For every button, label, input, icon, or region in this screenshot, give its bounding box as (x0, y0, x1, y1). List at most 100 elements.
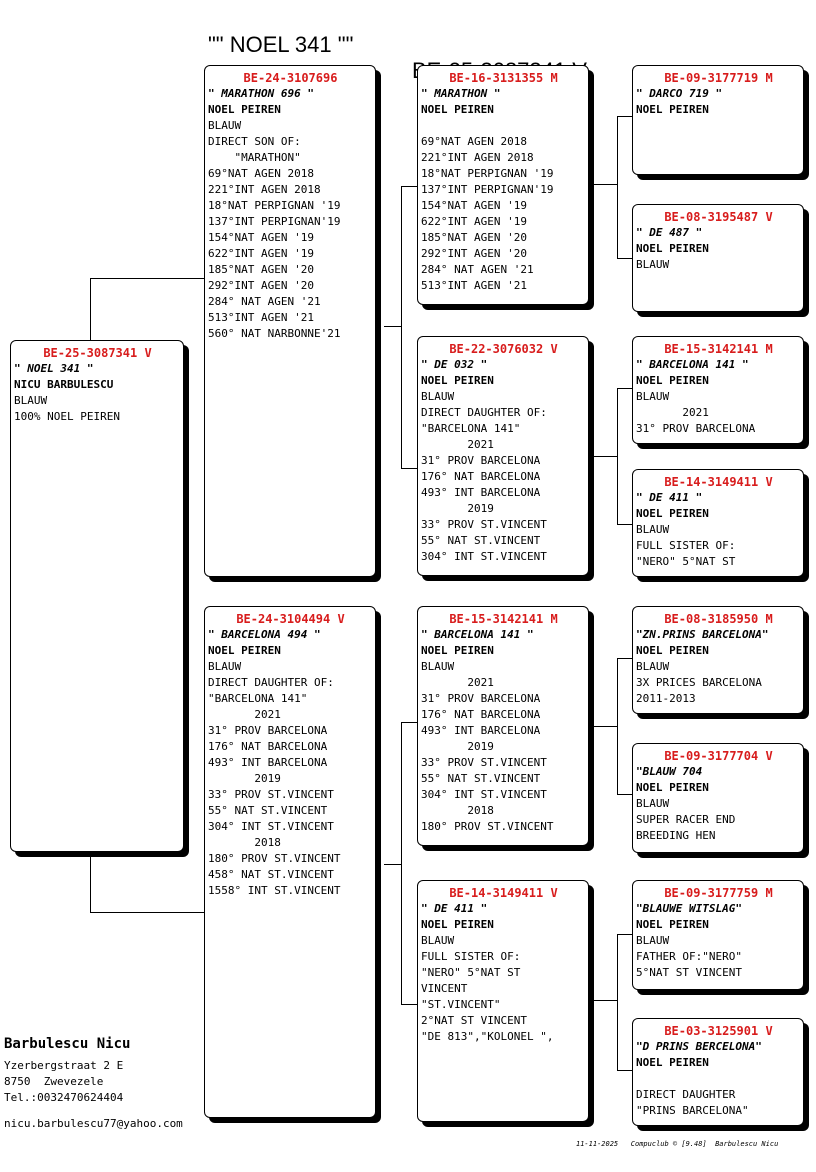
pedigree-card-sire[interactable]: BE-24-3107696" MARATHON 696 "NOEL PEIREN… (204, 65, 376, 577)
breeder-city: 8750 Zwevezele (4, 1075, 104, 1088)
ring-number: BE-14-3149411 V (449, 886, 558, 900)
info-line: 55° NAT ST.VINCENT (208, 804, 328, 817)
pigeon-name: " BARCELONA 494 " (208, 628, 321, 641)
info-line: 2019 (421, 502, 494, 515)
info-line: BLAUW (636, 523, 670, 536)
pigeon-name: " BARCELONA 141 " (421, 628, 534, 641)
info-line: "ST.VINCENT" (421, 998, 501, 1011)
connector-line (384, 864, 401, 865)
info-line: 513°INT AGEN '21 (421, 279, 527, 292)
info-line: 69°NAT AGEN 2018 (208, 167, 314, 180)
ring-number: BE-09-3177759 M (664, 886, 773, 900)
info-line: 2021 (421, 676, 494, 689)
owner-name: NOEL PEIREN (636, 781, 709, 794)
owner-name: NOEL PEIREN (636, 242, 709, 255)
info-line: "PRINS BARCELONA" (636, 1104, 749, 1117)
breeder-email[interactable]: nicu.barbulescu77@yahoo.com (4, 1117, 183, 1130)
info-line: 18°NAT PERPIGNAN '19 (208, 199, 341, 212)
connector-line (617, 934, 618, 1070)
info-line: 55° NAT ST.VINCENT (421, 534, 541, 547)
pedigree-card-sss[interactable]: BE-09-3177719 M" DARCO 719 "NOEL PEIREN (632, 65, 804, 175)
info-line: 2018 (421, 804, 494, 817)
info-line: 2°NAT ST VINCENT (421, 1014, 527, 1027)
info-line: 292°INT AGEN '20 (208, 279, 314, 292)
connector-line (590, 726, 617, 727)
pedigree-card-dds[interactable]: BE-09-3177759 M "BLAUWE WITSLAG" NOEL PEIR… (632, 880, 804, 990)
connector-line (590, 184, 617, 185)
owner-name: NOEL PEIREN (208, 103, 281, 116)
pigeon-name: "ZN.PRINS BARCELONA" (636, 628, 769, 641)
info-line: SUPER RACER END (636, 813, 736, 826)
connector-line (90, 278, 91, 340)
info-line: 154°NAT AGEN '19 (421, 199, 527, 212)
info-line (421, 118, 588, 134)
info-line: VINCENT (421, 982, 468, 995)
info-line: BLAUW (636, 258, 670, 271)
ring-number: BE-16-3131355 M (449, 71, 558, 85)
info-line: 69°NAT AGEN 2018 (421, 135, 527, 148)
pigeon-name: " DE 487 " (636, 226, 703, 239)
info-line: 137°INT PERPIGNAN'19 (421, 183, 554, 196)
connector-line (401, 468, 417, 469)
pedigree-card-dss[interactable]: BE-08-3185950 M"ZN.PRINS BARCELONA"NOEL … (632, 606, 804, 714)
info-line: 458° NAT ST.VINCENT (208, 868, 334, 881)
info-line: 100% NOEL PEIREN (14, 410, 120, 423)
connector-line (90, 912, 204, 913)
ring-number: BE-15-3142141 M (664, 342, 773, 356)
breeder-phone: Tel.:0032470624404 (4, 1091, 124, 1104)
pigeon-name: "BLAUWE WITSLAG" (636, 902, 742, 915)
connector-line (617, 388, 618, 524)
info-line: "DE 813","KOLONEL ", (421, 1030, 554, 1043)
info-line: 33° PROV ST.VINCENT (421, 518, 547, 531)
connector-line (401, 186, 402, 468)
connector-line (401, 1004, 417, 1005)
pedigree-card-sds[interactable]: BE-15-3142141 M" BARCELONA 141 "NOEL PEI… (632, 336, 804, 444)
info-line: 622°INT AGEN '19 (208, 247, 314, 260)
info-line: BLAUW (636, 660, 670, 673)
pigeon-name: "BLAUW 704 (636, 765, 703, 778)
info-line: 137°INT PERPIGNAN'19 (208, 215, 341, 228)
owner-name: NOEL PEIREN (421, 103, 494, 116)
owner-name: NOEL PEIREN (421, 644, 494, 657)
ring-number: BE-24-3107696 (243, 71, 338, 85)
info-line: DIRECT SON OF: (208, 135, 301, 148)
owner-name: NOEL PEIREN (421, 918, 494, 931)
pedigree-card-dam[interactable]: BE-24-3104494 V" BARCELONA 494 "NOEL PEI… (204, 606, 376, 1118)
pedigree-card-ddd[interactable]: BE-03-3125901 V"D PRINS BERCELONA"NOEL P… (632, 1018, 804, 1126)
info-line: 55° NAT ST.VINCENT (421, 772, 541, 785)
info-line: 292°INT AGEN '20 (421, 247, 527, 260)
info-line: 304° INT ST.VINCENT (421, 550, 547, 563)
connector-line (617, 658, 618, 794)
breeder-name: Barbulescu Nicu (4, 1036, 131, 1052)
pigeon-name: " DE 032 " (421, 358, 488, 371)
connector-line (617, 1070, 632, 1071)
info-line: "MARATHON" (208, 151, 301, 164)
pedigree-card-dam-sire[interactable]: BE-15-3142141 M " BARCELONA 141 " NOEL PEI… (417, 606, 589, 846)
info-line: BLAUW (636, 797, 670, 810)
info-line: BLAUW (636, 934, 670, 947)
connector-line (617, 794, 632, 795)
pedigree-card-subject[interactable]: BE-25-3087341 V" NOEL 341 "NICU BARBULES… (10, 340, 184, 852)
ring-number: BE-15-3142141 M (449, 612, 558, 626)
info-line: 2021 (636, 406, 709, 419)
info-line: 176° NAT BARCELONA (421, 470, 541, 483)
owner-name: NOEL PEIREN (636, 918, 709, 931)
info-line: 185°NAT AGEN '20 (208, 263, 314, 276)
pigeon-name: " BARCELONA 141 " (636, 358, 749, 371)
info-line: 284° NAT AGEN '21 (208, 295, 321, 308)
info-line: BLAUW (421, 934, 455, 947)
breeder-info: Barbulescu Nicu Yzerbergstraat 2 E 8750 … (4, 1034, 183, 1132)
info-line: DIRECT DAUGHTER OF: (208, 676, 334, 689)
info-line: "BARCELONA 141" (421, 422, 521, 435)
ring-number: BE-22-3076032 V (449, 342, 558, 356)
info-line: 304° INT ST.VINCENT (208, 820, 334, 833)
info-line: 493° INT BARCELONA (421, 724, 541, 737)
ring-number: BE-08-3185950 M (664, 612, 773, 626)
info-line: 18°NAT PERPIGNAN '19 (421, 167, 554, 180)
